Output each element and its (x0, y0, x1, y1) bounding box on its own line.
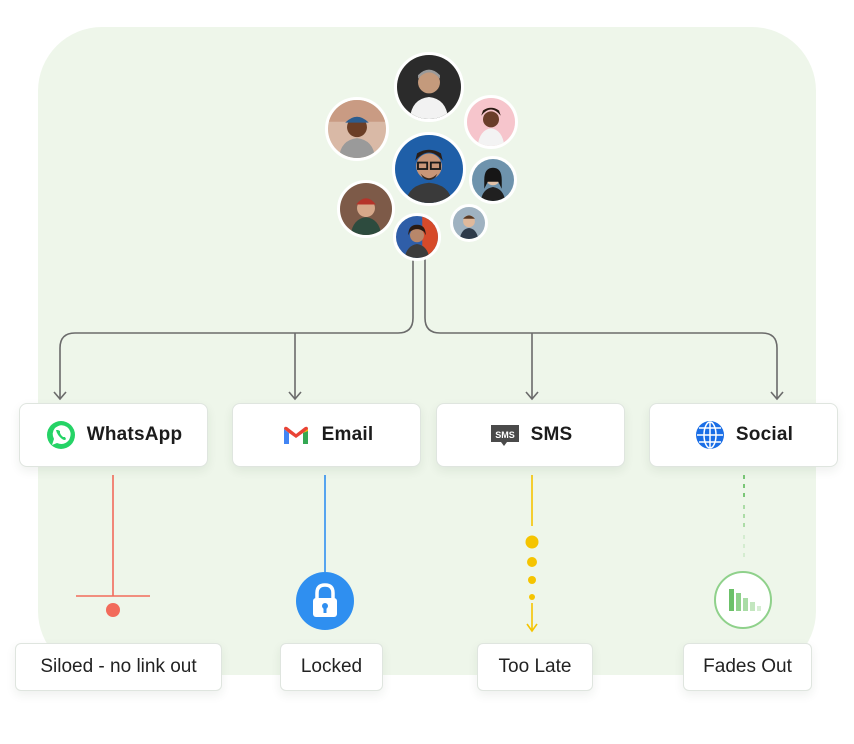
avatar-man-hat (325, 97, 389, 161)
siloed-connector (76, 475, 150, 617)
globe-icon (694, 419, 726, 451)
avatar-man-small (450, 204, 488, 242)
outcome-siloed: Siloed - no link out (15, 643, 222, 691)
avatar-man-glasses (392, 132, 466, 206)
channel-label: WhatsApp (86, 424, 183, 445)
outcome-locked: Locked (280, 643, 383, 691)
avatar-woman-pink (464, 95, 518, 149)
channel-card-whatsapp[interactable]: WhatsApp (19, 403, 208, 467)
too-late-connector (525, 475, 539, 633)
avatar-man-gray-hair (394, 52, 464, 122)
outcome-label: Locked (300, 656, 363, 677)
avatar-woman-blue (469, 156, 517, 204)
whatsapp-icon (45, 419, 77, 451)
channel-label: Email (321, 424, 374, 445)
signal-fading-icon (714, 571, 772, 629)
channel-card-sms[interactable]: SMS SMS (436, 403, 625, 467)
channel-card-social[interactable]: Social (649, 403, 838, 467)
avatar-man-beanie (337, 180, 395, 238)
lock-icon (296, 572, 354, 630)
outcome-label: Fades Out (703, 656, 792, 677)
channel-label: SMS (530, 424, 573, 445)
channel-card-email[interactable]: Email (232, 403, 421, 467)
branch-lines (53, 255, 784, 401)
gmail-icon (280, 419, 312, 451)
outcome-label: Too Late (498, 656, 572, 677)
outcome-label: Siloed - no link out (40, 656, 197, 677)
svg-text:SMS: SMS (495, 430, 515, 440)
sms-icon: SMS (489, 419, 521, 451)
outcome-fades-out: Fades Out (683, 643, 812, 691)
avatar-woman-headphones (393, 213, 441, 261)
outcome-too-late: Too Late (477, 643, 593, 691)
channel-label: Social (735, 424, 794, 445)
